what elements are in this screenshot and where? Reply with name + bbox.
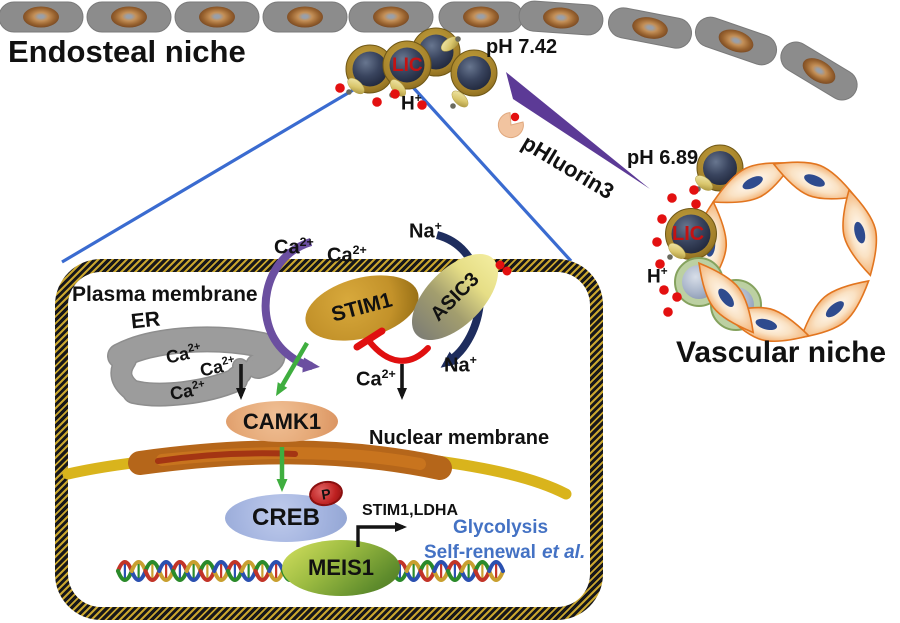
endosteal-cell bbox=[518, 0, 604, 36]
cell-nucleus bbox=[716, 25, 757, 57]
cell-nucleus bbox=[798, 53, 840, 90]
proton-dot bbox=[691, 199, 701, 209]
meis1-label: MEIS1 bbox=[308, 555, 374, 581]
ph-endosteal-label: pH 7.42 bbox=[486, 37, 557, 58]
cell-nucleus bbox=[111, 7, 147, 28]
antenna-icon bbox=[449, 88, 471, 110]
target-genes-label: STIM1,LDHA bbox=[362, 503, 458, 520]
proton-dot bbox=[672, 292, 682, 302]
cell-nucleus bbox=[754, 317, 778, 332]
phluorin3-label: pHluorin3 bbox=[518, 131, 618, 204]
et-al-label: et al. bbox=[542, 542, 585, 563]
endothelial-cell bbox=[686, 253, 765, 342]
cell-nucleus bbox=[373, 7, 409, 28]
phospho-label: P bbox=[320, 485, 332, 502]
cell-nucleus bbox=[23, 7, 59, 28]
proton-dot bbox=[663, 307, 673, 317]
stim1-label: STIM1 bbox=[329, 288, 395, 327]
endothelial-cell bbox=[706, 149, 799, 216]
proton-dot bbox=[689, 185, 699, 195]
er-label: ER bbox=[130, 309, 161, 334]
endosteal-cell bbox=[439, 2, 523, 32]
lic-vascular-label: LIC bbox=[672, 224, 704, 245]
magnifier-leader-line bbox=[62, 86, 360, 262]
ca-ion-label-cytosol: Ca2+ bbox=[356, 368, 396, 391]
proton-dot bbox=[372, 97, 382, 107]
leukemia-initiating-cell bbox=[693, 145, 743, 193]
endosteal-cell bbox=[691, 13, 780, 69]
cell-nucleus bbox=[802, 172, 826, 190]
endothelial-cell bbox=[834, 186, 886, 279]
lic-endosteal-label: LIC bbox=[392, 56, 423, 76]
camk1-label: CAMK1 bbox=[243, 409, 321, 435]
cell-nucleus bbox=[287, 7, 323, 28]
ca-ion-label-extracellular: Ca2+ bbox=[327, 244, 367, 267]
endosteal-cell bbox=[87, 2, 171, 32]
na-ion-label-extracellular: Na+ bbox=[409, 220, 442, 243]
endosteal-cell bbox=[349, 2, 433, 32]
cell-nucleus bbox=[199, 7, 235, 28]
proton-dot bbox=[335, 83, 345, 93]
endothelial-cell bbox=[691, 201, 729, 291]
camk1-protein: CAMK1 bbox=[226, 401, 338, 442]
creb-label: CREB bbox=[252, 504, 320, 532]
cell-nucleus bbox=[704, 234, 716, 257]
cell-nucleus bbox=[741, 173, 765, 192]
nuclear-membrane-label: Nuclear membrane bbox=[369, 428, 549, 449]
phluorin3-sensor-icon bbox=[498, 113, 523, 138]
self-renewal-label: Self-renewalet al. bbox=[424, 543, 585, 563]
proton-dot bbox=[390, 89, 400, 99]
ph-vascular-label: pH 6.89 bbox=[627, 148, 698, 169]
niche-support-cell bbox=[711, 280, 761, 330]
proton-dot bbox=[667, 193, 677, 203]
leukemia-initiating-cell bbox=[345, 45, 394, 97]
vascular-niche-title: Vascular niche bbox=[676, 337, 886, 369]
endosteal-niche-title: Endosteal niche bbox=[8, 36, 246, 69]
antenna-icon bbox=[345, 75, 367, 97]
endothelial-cell bbox=[768, 149, 862, 212]
meis1-protein: MEIS1 bbox=[282, 540, 400, 596]
cell-nucleus bbox=[823, 298, 846, 320]
proton-label-endosteal: H+ bbox=[401, 93, 422, 114]
niche-support-cell bbox=[675, 258, 723, 306]
glycolysis-label: Glycolysis bbox=[453, 518, 548, 538]
endosteal-cell bbox=[263, 2, 347, 32]
ca-ion-label-extracellular: Ca2+ bbox=[274, 236, 314, 259]
endosteal-cell bbox=[775, 37, 862, 106]
na-ion-label-cytosol: Na+ bbox=[444, 354, 477, 377]
plasma-membrane-label: Plasma membrane bbox=[72, 284, 258, 306]
antenna-icon bbox=[439, 34, 462, 54]
cell-nucleus bbox=[630, 14, 669, 41]
endosteal-cell bbox=[175, 2, 259, 32]
cell-nucleus bbox=[715, 286, 736, 309]
endosteal-cell bbox=[606, 5, 694, 50]
cell-nucleus bbox=[852, 221, 867, 245]
endosteal-cell bbox=[0, 2, 83, 32]
cell-nucleus bbox=[463, 7, 499, 28]
proton-dot bbox=[511, 113, 519, 121]
antenna-icon bbox=[693, 173, 716, 194]
leukemia-initiating-cell bbox=[449, 50, 497, 110]
cell-nucleus bbox=[542, 6, 579, 29]
proton-dot bbox=[652, 237, 662, 247]
proton-dot bbox=[657, 214, 667, 224]
proton-label-vascular: H+ bbox=[647, 266, 668, 287]
